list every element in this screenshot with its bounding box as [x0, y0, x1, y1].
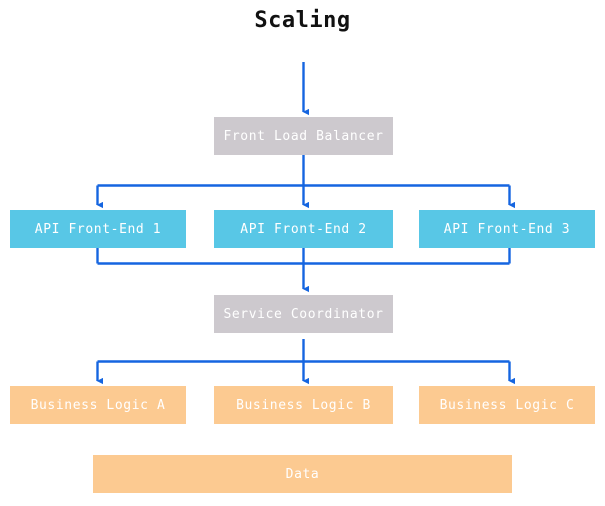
node-api-front-end-3[interactable]: API Front-End 3	[419, 210, 595, 248]
page-title: Scaling	[254, 8, 351, 33]
node-api-front-end-1[interactable]: API Front-End 1	[10, 210, 186, 248]
node-business-logic-c[interactable]: Business Logic C	[419, 386, 595, 424]
node-business-logic-a[interactable]: Business Logic A	[10, 386, 186, 424]
node-api-front-end-2[interactable]: API Front-End 2	[214, 210, 393, 248]
node-service-coordinator[interactable]: Service Coordinator	[214, 295, 393, 333]
node-data[interactable]: Data	[93, 455, 512, 493]
node-front-load-balancer[interactable]: Front Load Balancer	[214, 117, 393, 155]
node-business-logic-b[interactable]: Business Logic B	[214, 386, 393, 424]
